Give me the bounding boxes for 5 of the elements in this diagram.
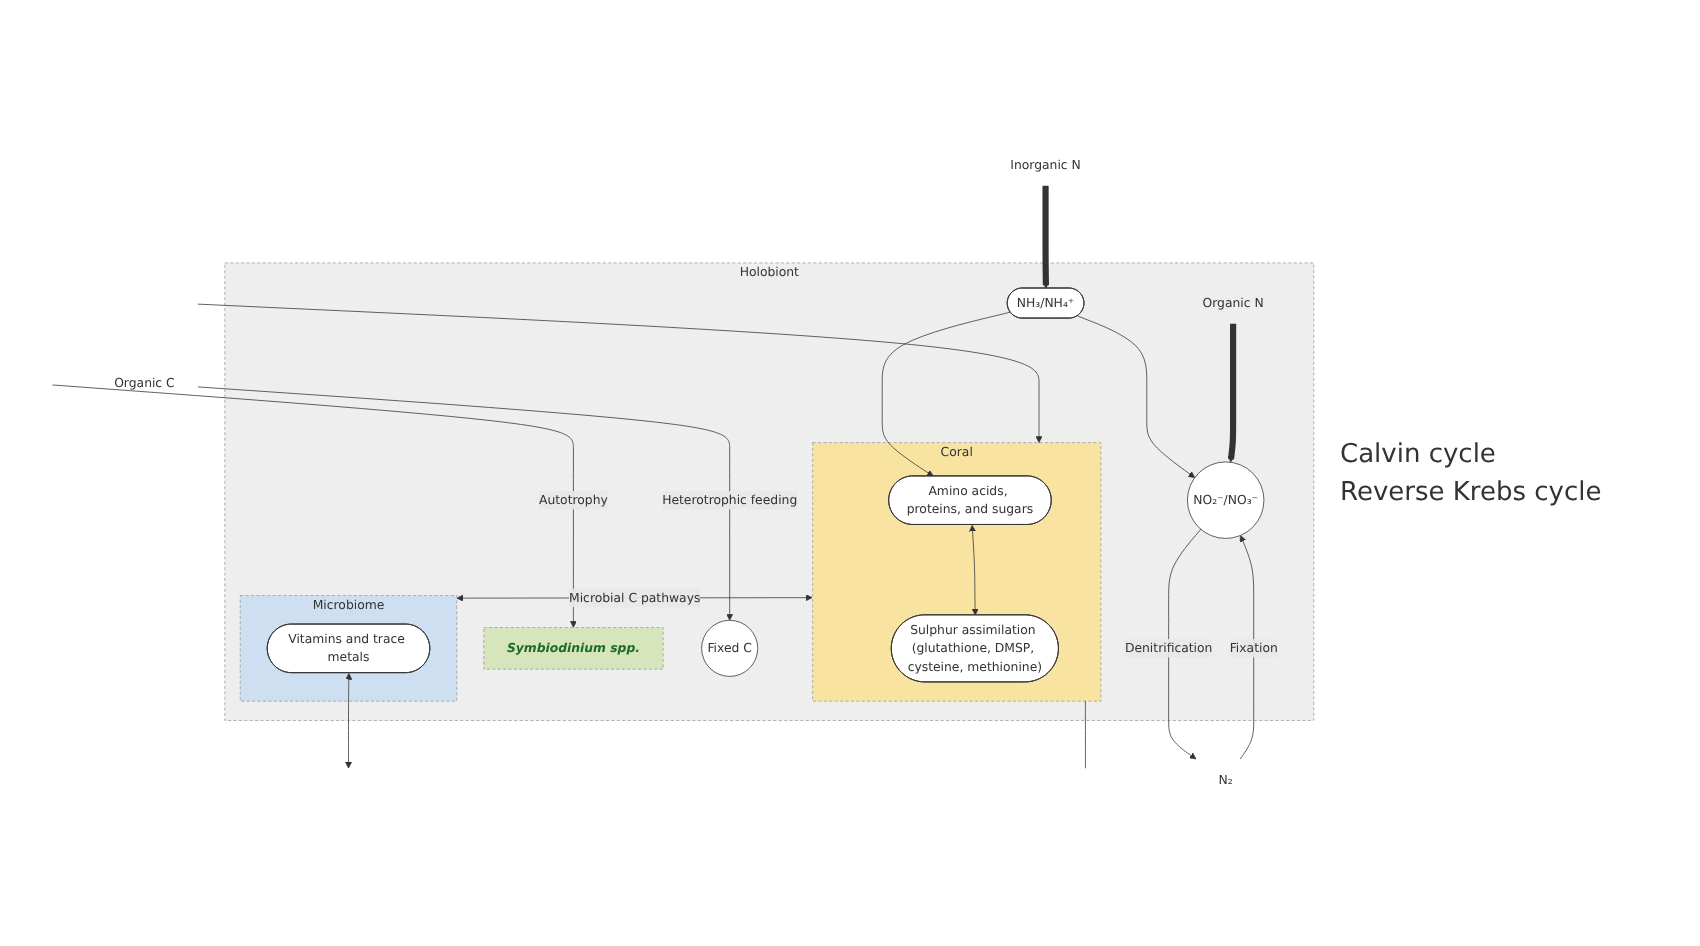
arrow [1227, 324, 1237, 464]
connector [1085, 701, 1086, 770]
arrow [1042, 186, 1050, 290]
note-text: Reverse Krebs cycle [1340, 477, 1604, 507]
note-text: Calvin cycle [1340, 439, 1498, 469]
